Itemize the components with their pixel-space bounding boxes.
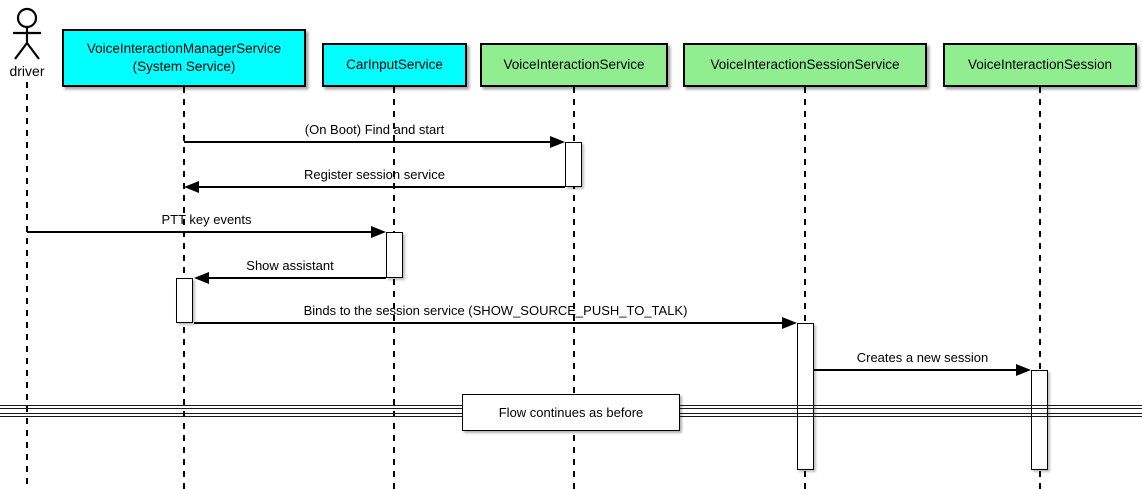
message-line-show-assistant (197, 277, 386, 279)
participant-label: VoiceInteractionSession (967, 57, 1113, 72)
message-line-creates-new-session (814, 369, 1028, 371)
message-label-show-assistant: Show assistant (246, 258, 334, 273)
arrowhead-left-icon (184, 181, 199, 193)
divider-label: Flow continues as before (498, 405, 644, 420)
lifeline-driver (26, 82, 28, 489)
message-line-find-and-start (184, 141, 562, 143)
participant-carinputservice: CarInputService (322, 43, 467, 87)
arrowhead-right-icon (1016, 364, 1031, 376)
activation-voiceinteractionsessionservice (797, 323, 814, 470)
activation-carinputservice (386, 232, 403, 278)
lifeline-voiceinteractionsessionservice (804, 87, 806, 489)
message-label-creates-new-session: Creates a new session (856, 350, 989, 365)
participant-voiceinteractionsessionservice: VoiceInteractionSessionService (683, 43, 927, 87)
arrowhead-right-icon (371, 226, 386, 238)
actor-driver (7, 5, 47, 68)
activation-voiceinteractionservice (565, 142, 582, 187)
lifeline-carinputservice (393, 87, 395, 489)
message-label-register-session-service: Register session service (304, 167, 445, 182)
participant-voiceinteractionmanagerservice: VoiceInteractionManagerService (System S… (62, 29, 306, 87)
participant-sublabel: (System Service) (132, 59, 236, 74)
participant-voiceinteractionservice: VoiceInteractionService (480, 43, 668, 87)
activation-voiceinteractionmanagerservice (176, 278, 193, 323)
message-label-ptt-key-events: PTT key events (161, 212, 252, 227)
participant-label: CarInputService (346, 57, 443, 72)
message-line-register-session-service (187, 186, 565, 188)
message-label-binds-to-session-service: Binds to the session service (SHOW_SOURC… (303, 303, 688, 318)
message-line-ptt-key-events (27, 231, 383, 233)
participant-label: VoiceInteractionSessionService (710, 57, 900, 72)
arrowhead-left-icon (194, 272, 209, 284)
message-label-find-and-start: (On Boot) Find and start (304, 122, 445, 137)
person-icon (13, 7, 41, 60)
lifeline-voiceinteractionservice (573, 87, 575, 489)
actor-driver-label: driver (9, 63, 45, 79)
participant-label: VoiceInteractionService (503, 57, 645, 72)
participant-voiceinteractionsession: VoiceInteractionSession (943, 43, 1137, 87)
divider-label-box: Flow continues as before (462, 394, 680, 431)
message-line-binds-to-session-service (194, 322, 794, 324)
participant-label: VoiceInteractionManagerService (86, 41, 282, 56)
lifeline-voiceinteractionsession (1039, 87, 1041, 489)
arrowhead-right-icon (550, 136, 565, 148)
arrowhead-right-icon (782, 317, 797, 329)
activation-voiceinteractionsession (1031, 370, 1048, 470)
